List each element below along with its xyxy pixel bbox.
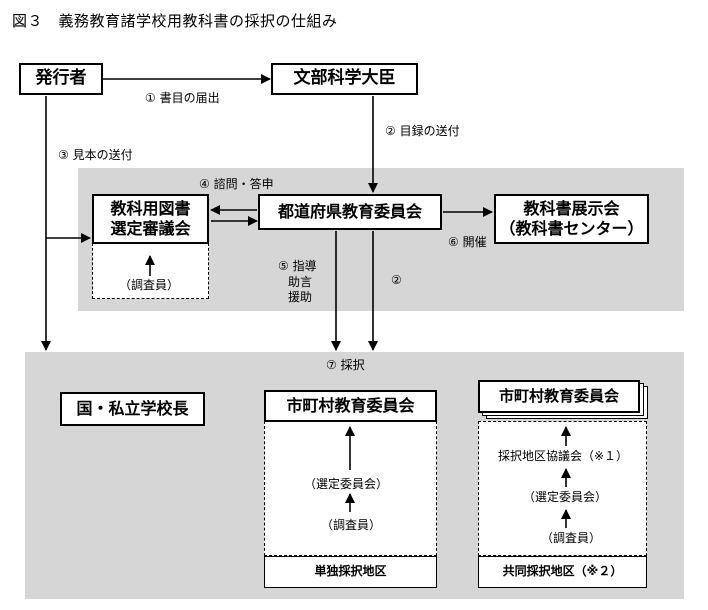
single-area-label: 単独採択地区 xyxy=(264,556,437,588)
edge-label-samples: ③ 見本の送付 xyxy=(58,148,133,162)
edge-label-submission: ① 書目の届出 xyxy=(145,91,220,105)
city-board-joint: 市町村教育委員会 xyxy=(478,380,640,413)
council-line-2: 選定審議会 xyxy=(110,219,191,238)
adoption-council: 採択地区協議会（※１） xyxy=(498,449,629,463)
exhibition-node: 教科書展示会 （教科書センター） xyxy=(494,194,649,244)
joint-area-label: 共同採択地区（※２） xyxy=(478,556,647,588)
single-selection-committee: （選定委員会） xyxy=(304,477,389,491)
prefecture-node: 都道府県教育委員会 xyxy=(258,194,442,230)
guidance-line-2: 助言 xyxy=(288,274,313,289)
minister-node: 文部科学大臣 xyxy=(271,63,418,95)
exhibition-line-1: 教科書展示会 xyxy=(523,199,620,218)
joint-area-text: 共同採択地区（※２） xyxy=(502,564,623,579)
edge-label-hold: ⑥ 開催 xyxy=(448,235,487,249)
single-investigators: （調査員） xyxy=(321,518,382,532)
joint-investigators: （調査員） xyxy=(541,531,602,545)
joint-selection-committee: （選定委員会） xyxy=(523,490,608,504)
council-investigators: （調査員） xyxy=(119,278,180,292)
guidance-line-3: 援助 xyxy=(288,290,313,305)
single-area-text: 単独採択地区 xyxy=(314,564,387,579)
guidance-line-1: ⑤ 指導 xyxy=(278,259,317,273)
publisher-node: 発行者 xyxy=(19,63,103,95)
joint-area-group xyxy=(478,421,647,556)
edge-label-adoption: ⑦ 採択 xyxy=(326,358,365,372)
council-node: 教科用図書 選定審議会 xyxy=(92,194,209,244)
edge-label-catalog-2: ② xyxy=(391,273,402,287)
edge-label-consultation: ④ 諮問・答申 xyxy=(199,177,274,191)
edge-label-catalog: ② 目録の送付 xyxy=(385,124,460,138)
edge-label-guidance: ⑤ 指導 助言 援助 xyxy=(278,259,317,306)
exhibition-line-2: （教科書センター） xyxy=(499,219,644,238)
council-line-1: 教科用図書 xyxy=(110,199,191,218)
figure-title: 図３ 義務教育諸学校用教科書の採択の仕組み xyxy=(12,12,338,30)
city-board-single: 市町村教育委員会 xyxy=(264,390,437,422)
national-private-node: 国・私立学校長 xyxy=(60,392,205,426)
